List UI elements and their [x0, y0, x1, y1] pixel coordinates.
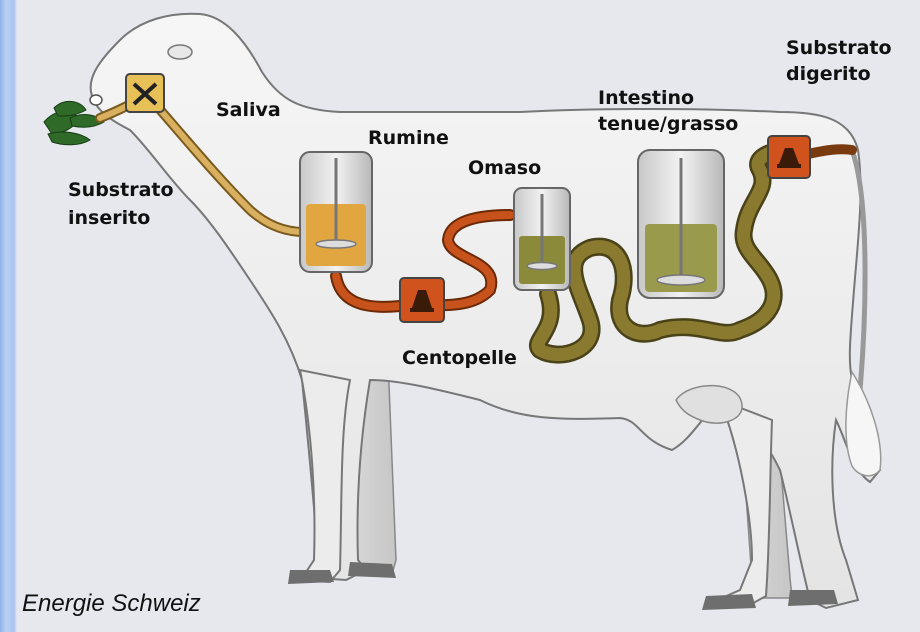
label-intestino-line1: Intestino — [598, 87, 694, 109]
label-digerito-line1: Substrato — [786, 37, 892, 59]
centopelle-pump-icon — [400, 278, 444, 322]
cow-front-leg — [292, 370, 350, 582]
cow-ear — [168, 45, 192, 59]
label-centopelle: Centopelle — [402, 347, 517, 369]
cow-tail-tuft — [846, 372, 881, 476]
source-credit: Energie Schweiz — [22, 590, 201, 618]
label-saliva: Saliva — [216, 99, 281, 121]
valve-icon — [126, 74, 164, 112]
rumine-tank — [300, 152, 372, 272]
label-digerito-line2: digerito — [786, 63, 871, 85]
cow-eye — [90, 95, 102, 105]
label-omaso: Omaso — [468, 157, 541, 179]
intestino-tank — [638, 150, 724, 298]
label-rumine: Rumine — [368, 127, 449, 149]
outlet-pump-icon — [768, 136, 810, 178]
label-inserito-line1: Substrato — [68, 179, 174, 201]
omaso-tank — [514, 188, 570, 290]
label-intestino-line2: tenue/grasso — [598, 113, 738, 135]
label-inserito-line2: inserito — [68, 207, 150, 229]
grass-icon — [44, 101, 104, 144]
digested-outlet-tube — [808, 149, 852, 154]
cow-back-leg — [708, 400, 772, 606]
